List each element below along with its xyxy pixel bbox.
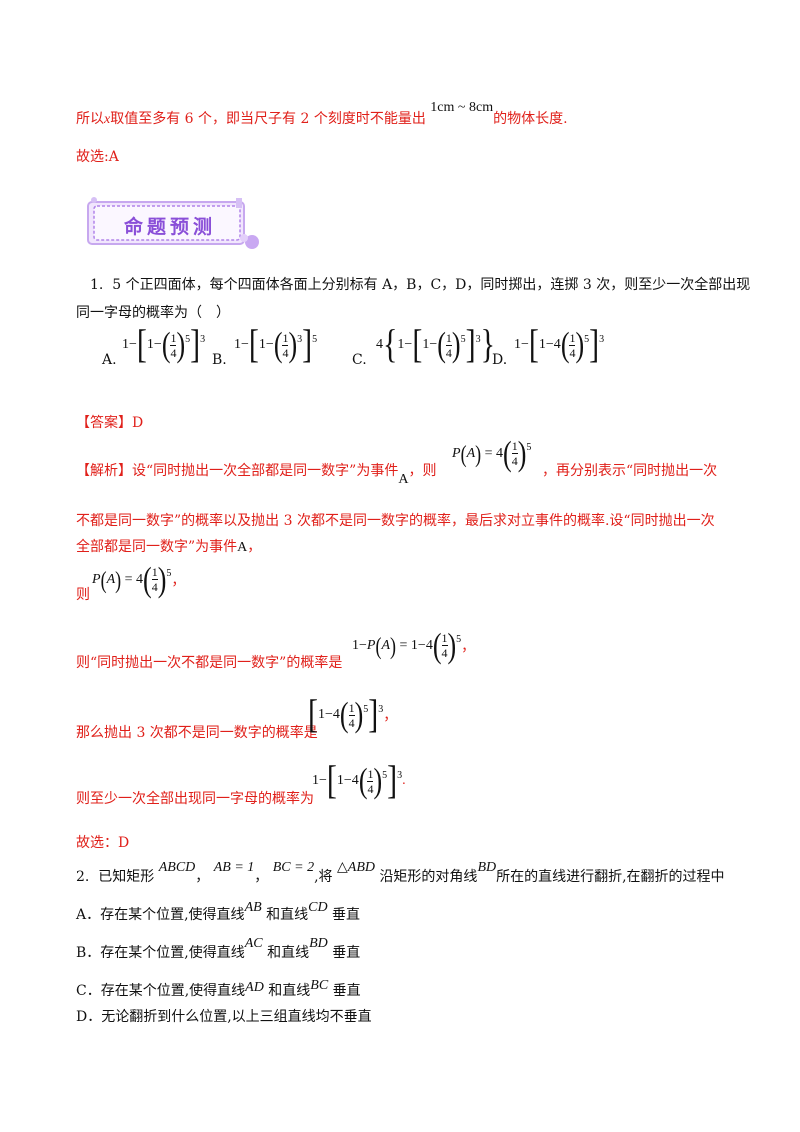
q2-option-d: D．无论翻折到什么位置,以上三组直线均不垂直	[76, 1009, 372, 1025]
banner-frame	[87, 197, 259, 249]
q2-option-b: B．存在某个位置,使得直线AC 和直线BD 垂直	[76, 936, 361, 961]
q1-final: 故选：D	[76, 835, 130, 851]
q1-option-a-label: A.	[102, 352, 117, 368]
banner-title: 命题预测	[124, 216, 217, 238]
q1-option-c-label: C.	[352, 352, 367, 368]
q1-text-line2: 同一字母的概率为（ ）	[76, 305, 230, 321]
q1-answer: 【答案】D	[76, 415, 144, 431]
section-banner: 命题预测	[86, 196, 259, 249]
q1-option-b-label: B.	[212, 352, 227, 368]
q1-option-d-label: D.	[492, 352, 508, 368]
q1-then-4: 则至少一次全部出现同一字母的概率为	[76, 791, 314, 807]
q1-then-1: 则	[76, 587, 90, 603]
q1-analysis-line2: 不都是同一数字”的概率以及抛出 3 次都不是同一数字的概率，最后求对立事件的概率…	[76, 513, 715, 529]
q1-analysis-line1: 【解析】设“同时抛出一次全部都是同一数字”为事件A，则	[76, 463, 437, 487]
q1-analysis-line3: 全部都是同一数字”为事件A，	[76, 539, 262, 555]
q2-option-c: C．存在某个位置,使得直线AD 和直线BC 垂直	[76, 978, 361, 999]
range-expression: 1cm ~ 8cm	[430, 100, 494, 115]
q2-stem: 2. 已知矩形 ABCD， AB = 1， BC = 2,将 △ABD 沿矩形的…	[76, 860, 725, 885]
q1-analysis-line1-tail: ，再分别表示“同时抛出一次	[542, 463, 718, 479]
q1-then-2: 则“同时抛出一次不都是同一数字”的概率是	[76, 655, 343, 671]
q1-text-line1: 1. 5 个正四面体，每个四面体各面上分别标有 A，B，C，D，同时掷出，连掷 …	[90, 277, 751, 293]
q1-then-3: 那么抛出 3 次都不是同一数字的概率是	[76, 725, 318, 741]
intro-answer: 故选:A	[76, 149, 119, 165]
q2-option-a: A．存在某个位置,使得直线AB 和直线CD 垂直	[76, 900, 361, 923]
intro-line: 所以x取值至多有 6 个，即当尺子有 2 个刻度时不能量出 1cm ~ 8cm的…	[76, 100, 568, 127]
